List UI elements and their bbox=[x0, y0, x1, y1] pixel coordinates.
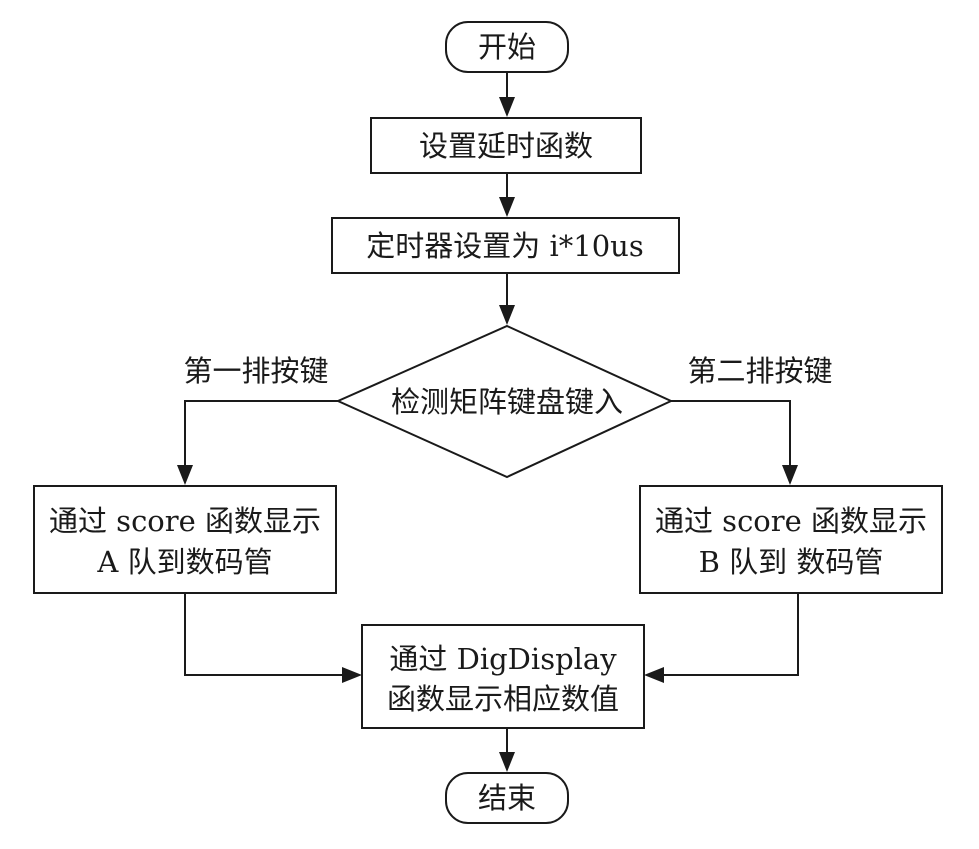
start-label: 开始 bbox=[478, 30, 536, 64]
edge-show-b-to-digdisplay bbox=[654, 593, 799, 676]
arrow-timer-to-detect bbox=[499, 305, 515, 325]
left-branch-label: 第一排按键 bbox=[183, 354, 328, 388]
edge-detect-to-show-a bbox=[184, 400, 338, 476]
show-a-line2: A 队到数码管 bbox=[96, 545, 272, 579]
show-b-line1: 通过 score 函数显示 bbox=[655, 504, 927, 538]
show-b-node: 通过 score 函数显示 B 队到 数码管 bbox=[639, 485, 943, 594]
edge-detect-to-show-b bbox=[671, 400, 791, 476]
digdisplay-line2: 函数显示相应数值 bbox=[387, 682, 619, 716]
digdisplay-line1: 通过 DigDisplay bbox=[389, 642, 617, 676]
arrow-start-to-delay bbox=[499, 97, 515, 117]
digdisplay-node: 通过 DigDisplay 函数显示相应数值 bbox=[361, 624, 645, 729]
end-label: 结束 bbox=[478, 781, 536, 815]
show-a-line1: 通过 score 函数显示 bbox=[49, 504, 321, 538]
detect-decision-node: 检测矩阵键盘键入 bbox=[335, 324, 674, 479]
set-timer-label: 定时器设置为 i*10us bbox=[366, 229, 643, 263]
detect-label: 检测矩阵键盘键入 bbox=[391, 385, 623, 419]
arrow-detect-to-show-a bbox=[177, 465, 193, 485]
arrow-digdisplay-to-end bbox=[499, 752, 515, 772]
edge-show-a-to-digdisplay bbox=[184, 593, 352, 676]
set-timer-node: 定时器设置为 i*10us bbox=[331, 217, 680, 274]
right-branch-label: 第二排按键 bbox=[687, 354, 832, 388]
arrow-show-a-to-digdisplay bbox=[342, 667, 362, 683]
arrow-detect-to-show-b bbox=[782, 465, 798, 485]
set-delay-node: 设置延时函数 bbox=[370, 117, 642, 174]
start-node: 开始 bbox=[445, 21, 569, 73]
show-a-node: 通过 score 函数显示 A 队到数码管 bbox=[33, 485, 337, 594]
end-node: 结束 bbox=[445, 772, 569, 824]
set-delay-label: 设置延时函数 bbox=[419, 129, 593, 163]
arrow-delay-to-timer bbox=[499, 197, 515, 217]
arrow-show-b-to-digdisplay bbox=[644, 667, 664, 683]
show-b-line2: B 队到 数码管 bbox=[699, 545, 884, 579]
